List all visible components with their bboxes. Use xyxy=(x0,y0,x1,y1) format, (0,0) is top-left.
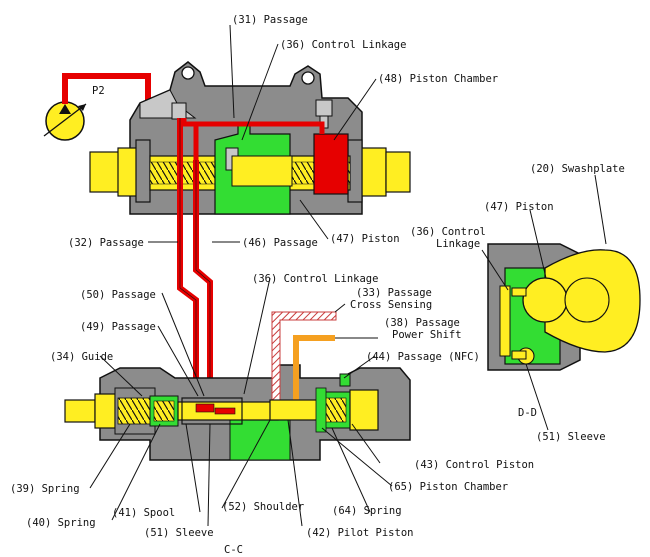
pilot-piston-42 xyxy=(269,399,319,421)
label-control-36-right-l2: Linkage xyxy=(436,238,480,250)
label-passage-33-l2: Cross Sensing xyxy=(350,299,432,311)
label-piston-chamber-48: (48) Piston Chamber xyxy=(378,73,498,85)
piston-chamber-65 xyxy=(315,387,327,433)
label-control-36-right-l1: (36) Control xyxy=(410,226,486,238)
spring-39 xyxy=(117,397,155,425)
label-control-linkage-36-top: (36) Control Linkage xyxy=(280,39,406,51)
pump-label: P2 xyxy=(92,85,105,97)
label-piston-47-top: (47) Piston xyxy=(330,233,400,245)
label-sleeve-51-bottom: (51) Sleeve xyxy=(144,527,214,539)
label-passage-33-l1: (33) Passage xyxy=(356,287,432,299)
passage-38-power-shift xyxy=(293,335,335,400)
label-passage-50: (50) Passage xyxy=(80,289,156,301)
label-swashplate-20: (20) Swashplate xyxy=(530,163,625,175)
label-passage-49: (49) Passage xyxy=(80,321,156,333)
top-end-caps xyxy=(89,139,411,203)
label-shoulder-52: (52) Shoulder xyxy=(222,501,304,513)
piston-47-dd xyxy=(522,277,568,323)
label-passage-44: (44) Passage (NFC) xyxy=(366,351,480,363)
pump-symbol: P2 xyxy=(43,85,105,141)
label-guide-34: (34) Guide xyxy=(50,351,113,363)
control-piston-43 xyxy=(349,389,379,431)
label-sleeve-51-right: (51) Sleeve xyxy=(536,431,606,443)
label-control-linkage-36-mid: (36) Control Linkage xyxy=(252,273,378,285)
label-passage-32: (32) Passage xyxy=(68,237,144,249)
label-spring-40: (40) Spring xyxy=(26,517,96,529)
label-piston-chamber-65: (65) Piston Chamber xyxy=(388,481,508,493)
label-passage-38-l1: (38) Passage xyxy=(384,317,460,329)
label-section-cc: C-C xyxy=(224,544,243,556)
label-control-piston-43: (43) Control Piston xyxy=(414,459,534,471)
callout-labels: (31) Passage (36) Control Linkage (48) P… xyxy=(10,14,625,556)
piston-chamber-48 xyxy=(313,133,349,195)
sleeve-51 xyxy=(181,397,243,425)
label-section-dd: D-D xyxy=(518,407,537,419)
label-passage-31: (31) Passage xyxy=(232,14,308,26)
leader-lines xyxy=(89,24,607,527)
label-passage-46: (46) Passage xyxy=(242,237,318,249)
label-spring-39: (39) Spring xyxy=(10,483,80,495)
section-dd-view xyxy=(487,243,641,371)
label-spring-64: (64) Spring xyxy=(332,505,402,517)
label-spool-41: (41) Spool xyxy=(112,507,175,519)
label-piston-47-right: (47) Piston xyxy=(484,201,554,213)
label-passage-38-l2: Power Shift xyxy=(392,329,462,341)
label-pilot-piston-42: (42) Pilot Piston xyxy=(306,527,413,539)
